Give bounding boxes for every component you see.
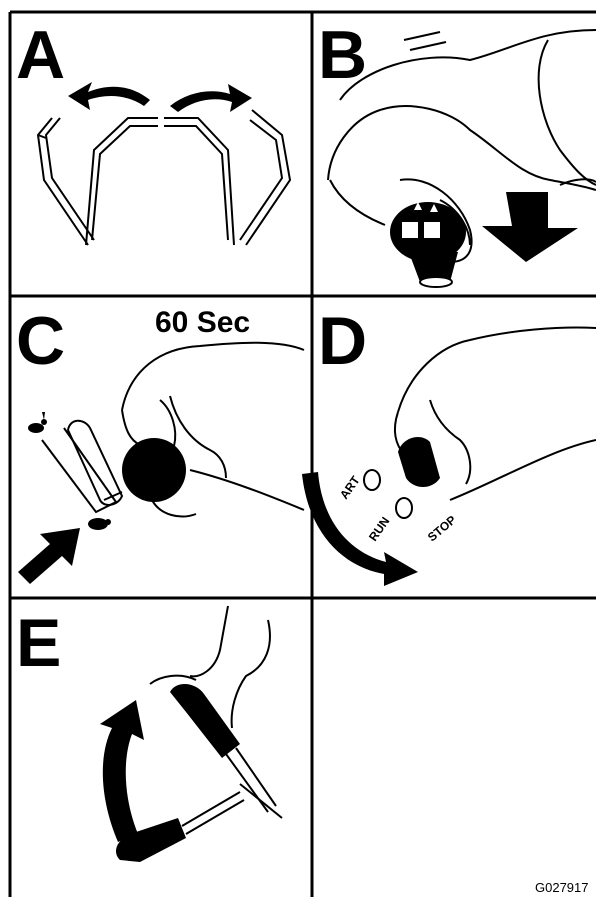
- handle-raised-illustration: [170, 684, 282, 818]
- panel-c: C 60 Sec: [16, 303, 304, 584]
- rabbit-icon: [28, 412, 47, 433]
- panel-d: D ART RUN STOP: [302, 303, 596, 586]
- choke-knob-illustration: [390, 202, 466, 287]
- throttle-lever-illustration: [42, 421, 122, 512]
- panel-e: E: [16, 605, 282, 862]
- handle-right-illustration: [164, 110, 290, 245]
- panel-a: A: [16, 17, 290, 245]
- turtle-icon: [88, 518, 111, 530]
- arrow-left-icon: [68, 82, 150, 110]
- start-position-label: ART: [337, 473, 363, 502]
- panel-e-letter: E: [16, 605, 61, 681]
- primer-bulb-illustration: [122, 438, 186, 502]
- arrow-right-icon: [170, 84, 252, 112]
- ignition-key-illustration: [364, 437, 440, 518]
- panel-a-letter: A: [16, 17, 65, 93]
- arrow-curved-clockwise-icon: [302, 472, 418, 586]
- time-label: 60 Sec: [155, 306, 250, 339]
- panel-b: B: [318, 17, 596, 287]
- arrow-up-right-icon: [18, 528, 80, 584]
- panel-grid: [10, 12, 596, 897]
- figure-id: G027917: [535, 880, 589, 895]
- run-position-label: RUN: [366, 514, 392, 543]
- arrow-curved-up-icon: [100, 700, 144, 842]
- panel-c-letter: C: [16, 303, 65, 379]
- panel-d-letter: D: [318, 303, 367, 379]
- stop-position-label: STOP: [425, 513, 459, 545]
- handle-left-illustration: [38, 118, 158, 245]
- arrow-down-icon: [482, 192, 578, 262]
